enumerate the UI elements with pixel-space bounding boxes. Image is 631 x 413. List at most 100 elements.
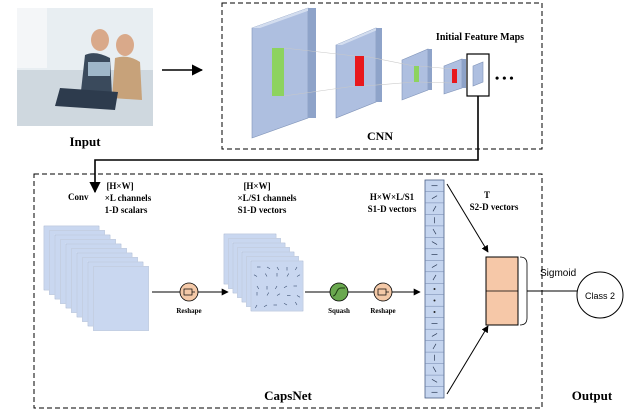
class-output-node	[576, 271, 624, 319]
input-photo	[17, 8, 153, 126]
capsule-vector-glyph	[286, 273, 290, 277]
capsule-ellipsis-dot	[433, 299, 436, 302]
initial-feature-maps-label: Initial Feature Maps	[436, 32, 524, 43]
capsule-vector-glyph	[266, 266, 271, 270]
squash-curve-icon	[332, 287, 345, 297]
stage3-label-2: S1-D vectors	[368, 204, 417, 214]
cnn-block-3-kernel	[414, 66, 419, 82]
stage2-label-3: S1-D vectors	[238, 205, 287, 215]
capsule-ellipsis-dot	[433, 310, 436, 313]
cnn-connection-line	[363, 55, 415, 67]
capsnet-title: CapsNet	[264, 388, 312, 403]
squash-node	[329, 282, 349, 302]
capsule-vector-glyph	[432, 366, 437, 373]
cnn-block-1	[251, 7, 316, 139]
capsule-vector-glyph	[432, 274, 437, 281]
capsule-vector-glyph	[296, 295, 301, 298]
cnn-connection-line	[418, 81, 453, 84]
squash-node-circle	[329, 282, 349, 302]
column-to-output-arrow-bottom	[446, 325, 489, 395]
input-label: Input	[69, 134, 101, 149]
sigmoid-label: Sigmoid	[540, 268, 576, 279]
cnn-block-5	[466, 53, 490, 97]
stage2-label-1: [H×W]	[243, 181, 270, 191]
class-output-label: Class 2	[585, 291, 615, 301]
cnn-block-4	[443, 58, 466, 95]
cnn-block-2-top	[336, 28, 382, 45]
cnn-connection-line	[363, 81, 415, 87]
stage4-label-2: S2-D vectors	[470, 202, 519, 212]
cnn-block-1-side	[308, 8, 316, 118]
cnn-connection-line	[418, 65, 453, 70]
capsule-vector-glyph	[295, 266, 298, 271]
stage2-label-2: ×L/S1 channels	[238, 193, 297, 203]
capsule-vector-glyph	[431, 378, 438, 383]
capsule-vector-glyph	[431, 241, 438, 245]
capsule-vector-glyph	[432, 205, 437, 212]
stage1-label-3: 1-D scalars	[105, 205, 148, 215]
cnn-block-5-front	[472, 61, 484, 87]
squash-label: Squash	[328, 307, 350, 315]
capsule-vector-glyph	[266, 292, 270, 296]
cnn-box	[221, 2, 543, 150]
stage1-label-2: ×L channels	[105, 193, 152, 203]
cnn-connection-line	[283, 47, 356, 57]
cnn-block-1-top	[252, 8, 316, 28]
conv-feature-sheet-border	[93, 266, 149, 331]
digit-capsule-box	[485, 256, 519, 326]
cnn-block-4-side	[462, 59, 466, 88]
cnn-ellipsis: • • •	[495, 71, 514, 85]
capsule-vector-glyph	[283, 285, 288, 289]
conv-feature-sheet	[93, 266, 149, 331]
column-to-output-arrow-top	[446, 183, 489, 253]
capsule-vector-glyph	[432, 343, 437, 350]
reshape-label-1: Reshape	[176, 307, 201, 315]
stage3-label-1: H×W×L/S1	[370, 192, 415, 202]
vector-feature-sheet-border	[250, 260, 304, 312]
capsule-vector-glyph	[431, 333, 438, 337]
capsule-vector-glyph	[295, 301, 298, 306]
stage1-label-1: [H×W]	[106, 181, 133, 191]
capsule-vector-glyph	[265, 273, 268, 277]
cnn-block-4-kernel	[452, 69, 457, 83]
capsule-vector-glyph	[432, 228, 437, 235]
conv-label: Conv	[68, 192, 89, 202]
reshape-label-2: Reshape	[370, 307, 395, 315]
capsule-vector-glyph	[276, 266, 280, 271]
vector-feature-stack	[223, 233, 304, 312]
cnn-block-3	[401, 48, 432, 101]
cnn-connections	[283, 47, 453, 97]
photo-person-right	[112, 56, 142, 100]
capsule-vector-glyph	[296, 274, 301, 277]
primary-capsule-column	[424, 179, 445, 399]
capsule-vector-glyph	[431, 195, 438, 200]
capsule-vector-glyph	[255, 304, 258, 309]
conv-feature-stack	[43, 225, 149, 331]
capsule-vector-glyph	[275, 285, 278, 290]
reshape-node-2	[373, 282, 393, 302]
capsule-vector-glyph	[256, 285, 260, 290]
capsule-ellipsis-dot	[433, 288, 436, 290]
reshape-node-1-circle	[179, 282, 199, 302]
stage4-label-1: T	[484, 190, 490, 200]
cnn-block-2	[335, 27, 382, 119]
photo-head-right	[116, 34, 134, 56]
photo-laptop	[88, 62, 110, 76]
capsule-vector-glyph	[263, 304, 268, 308]
capsule-vector-glyph	[276, 293, 281, 296]
photo-window	[17, 8, 47, 68]
reshape-node-1	[179, 282, 199, 302]
photo-legs	[55, 88, 118, 110]
capsule-vector-glyph	[253, 274, 258, 277]
cnn-to-capsnet-arrow	[89, 96, 479, 194]
cnn-block-3-side	[428, 49, 432, 90]
photo-head-left	[91, 29, 109, 51]
output-label: Output	[572, 388, 613, 403]
capsule-vector-glyph	[431, 264, 438, 268]
cnn-block-2-kernel	[355, 56, 364, 86]
digit-capsule-bracket	[519, 256, 528, 326]
cnn-block-2-side	[376, 28, 382, 102]
cnn-connection-line	[283, 85, 356, 97]
reshape-node-2-circle	[373, 282, 393, 302]
